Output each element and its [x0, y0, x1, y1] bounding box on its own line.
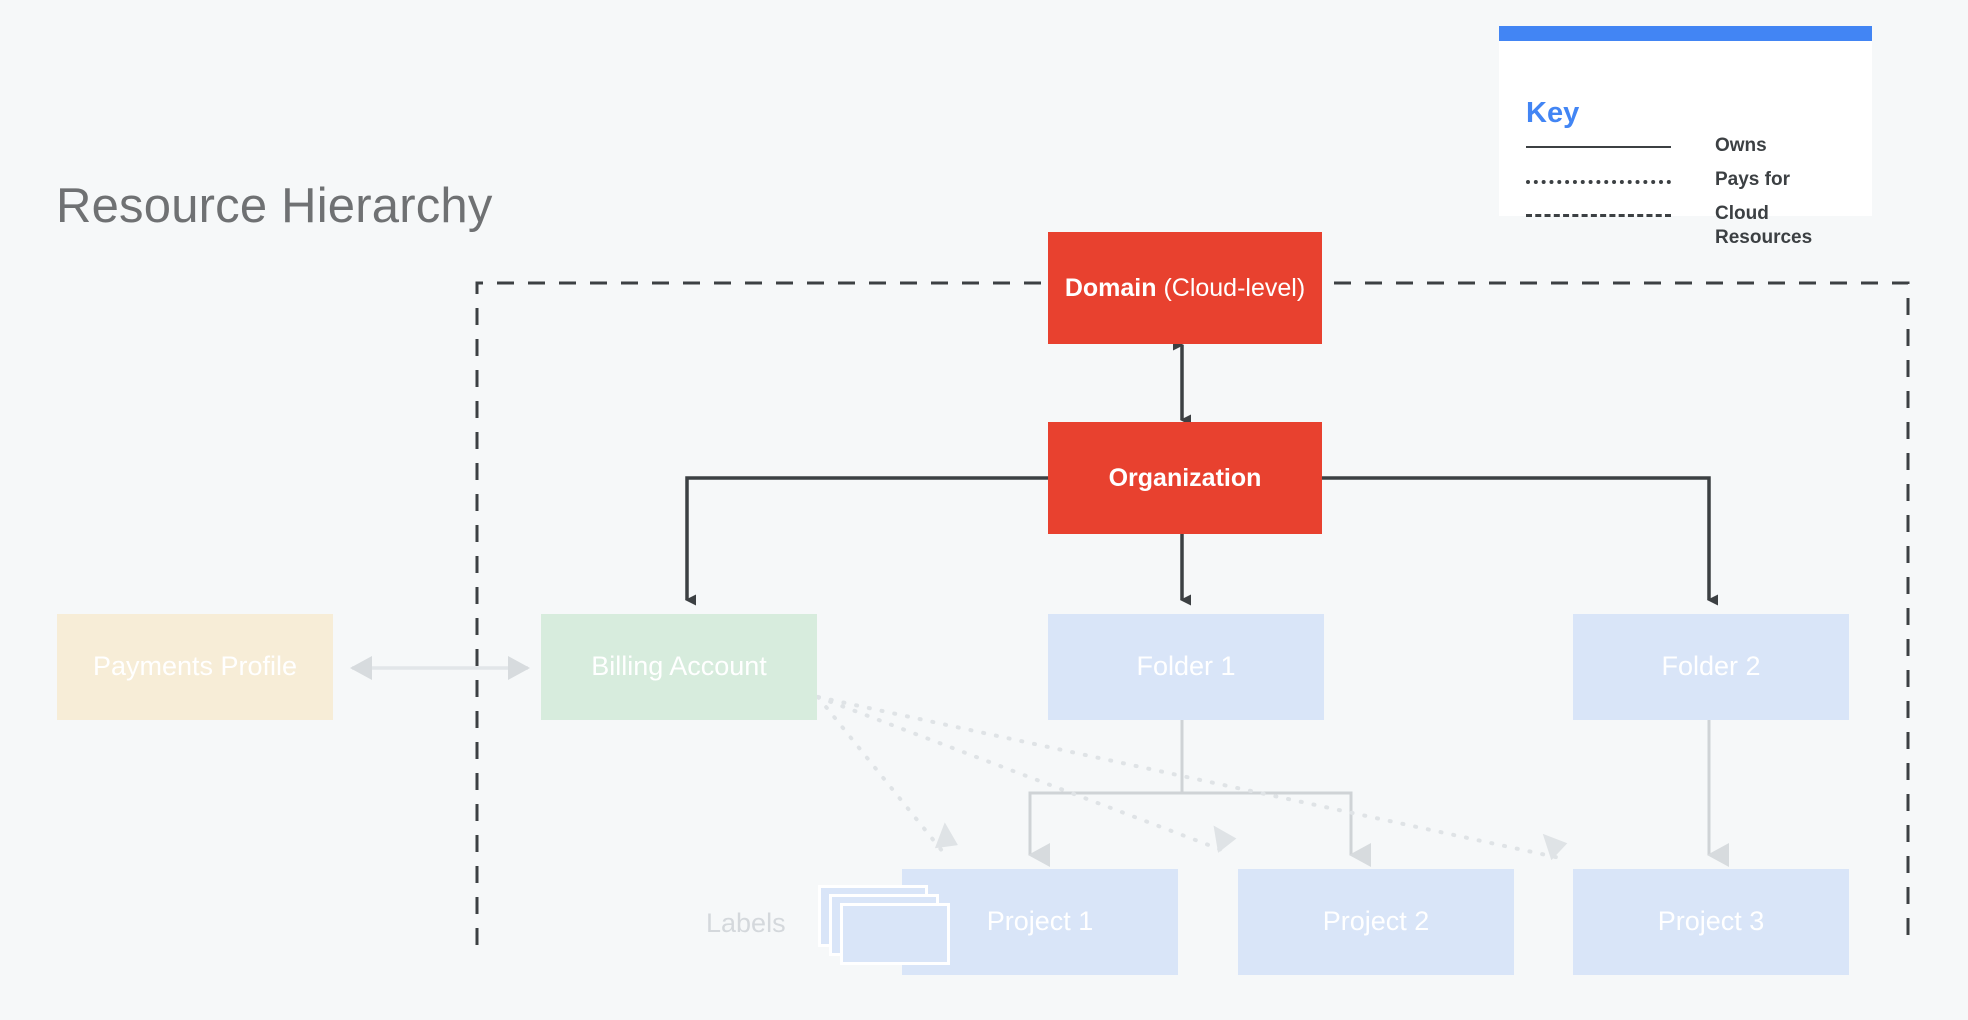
key-row-cloud-resources: Cloud Resources	[1526, 202, 1856, 248]
key-accent-bar	[1499, 26, 1872, 41]
node-folder-1-label: Folder 1	[1136, 651, 1236, 682]
key-row-owns: Owns	[1526, 134, 1856, 168]
key-title: Key	[1526, 97, 1580, 129]
node-billing-account-label: Billing Account	[591, 651, 767, 682]
labels-caption: Labels	[706, 908, 786, 938]
node-domain[interactable]: Domain (Cloud-level)	[1048, 232, 1322, 344]
node-payments-profile-label: Payments Profile	[92, 651, 298, 682]
node-folder-2-label: Folder 2	[1661, 651, 1761, 682]
key-label-cloud-resources: Cloud Resources	[1715, 203, 1813, 249]
node-domain-label: Domain (Cloud-level)	[1064, 273, 1306, 302]
key-row-pays-for: Pays for	[1526, 168, 1856, 202]
node-organization[interactable]: Organization	[1048, 422, 1322, 534]
key-rows: Owns Pays for Cloud Resources	[1526, 134, 1856, 248]
edge-billing-project3-paysfor	[816, 695, 1568, 861]
node-folder-1[interactable]: Folder 1	[1048, 614, 1324, 720]
page-title: Resource Hierarchy	[56, 179, 493, 233]
edge-folder1-project1	[1028, 720, 1184, 867]
key-line-dotted-icon	[1526, 168, 1671, 202]
node-payments-profile[interactable]: Payments Profile	[57, 614, 333, 720]
node-organization-label: Organization	[1108, 463, 1262, 492]
edge-billing-project2-paysfor	[816, 695, 1237, 854]
node-folder-2[interactable]: Folder 2	[1573, 614, 1849, 720]
edge-folder1-project2	[1180, 720, 1371, 867]
node-project-1-label: Project 1	[986, 906, 1094, 937]
key-card: Key Owns Pays for Cloud Resources	[1499, 26, 1872, 248]
node-project-2[interactable]: Project 2	[1238, 869, 1514, 975]
node-billing-account[interactable]: Billing Account	[541, 614, 817, 720]
edge-organization-billing	[685, 476, 1182, 606]
key-label-pays-for: Pays for	[1715, 169, 1790, 190]
node-project-3-label: Project 3	[1657, 906, 1765, 937]
node-project-3[interactable]: Project 3	[1573, 869, 1849, 975]
key-line-dashed-icon	[1526, 202, 1671, 236]
edge-organization-folder2	[1182, 476, 1718, 606]
label-card-front[interactable]	[840, 903, 950, 965]
key-line-solid-icon	[1526, 134, 1671, 168]
key-label-owns: Owns	[1715, 135, 1767, 156]
node-project-2-label: Project 2	[1322, 906, 1430, 937]
